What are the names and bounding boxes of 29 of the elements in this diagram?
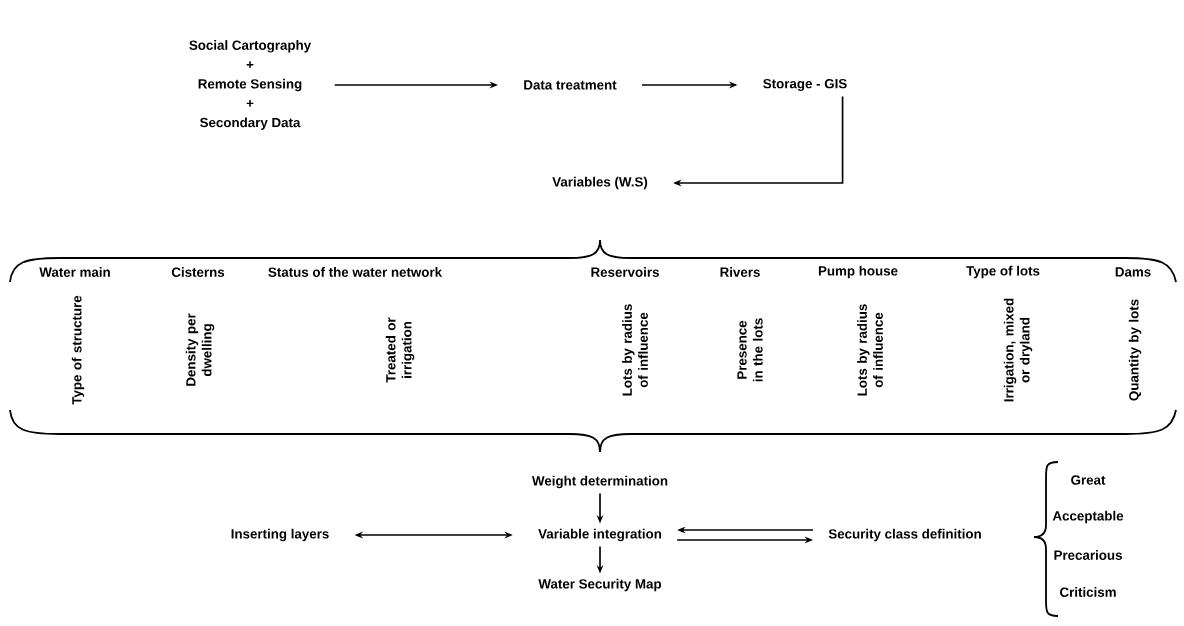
step-label: Storage - GIS bbox=[763, 78, 847, 92]
rotated-label: Treated or irrigation bbox=[385, 317, 415, 383]
step-label: Water Security Map bbox=[538, 578, 662, 592]
rotated-label: Density per dwelling bbox=[185, 313, 215, 386]
step-label: Security class definition bbox=[828, 528, 981, 542]
rotated-label: Quantity by lots bbox=[1128, 299, 1142, 401]
rotated-label: Irrigation, mixed or dryland bbox=[1003, 298, 1033, 402]
class-label: Great bbox=[1071, 475, 1106, 485]
rotated-label: Type of structure bbox=[71, 295, 85, 405]
class-label: Criticism bbox=[1060, 587, 1116, 597]
step-label: Weight determination bbox=[532, 475, 668, 489]
variable-label: Dams bbox=[1115, 267, 1151, 277]
rotated-label: Presence in the lots bbox=[737, 318, 763, 382]
step-label: Variable integration bbox=[538, 528, 662, 542]
variable-label: Status of the water network bbox=[268, 267, 443, 277]
variable-label: Rivers bbox=[720, 267, 760, 277]
rotated-label: Lots by radius of influence bbox=[622, 304, 648, 396]
variable-label: Reservoirs bbox=[591, 267, 659, 277]
step-label: Variables (W.S) bbox=[552, 176, 648, 190]
rotated-label: Lots by radius of influence bbox=[857, 304, 883, 396]
variable-label: Pump house bbox=[818, 265, 898, 279]
variable-label: Water main bbox=[39, 267, 110, 277]
variable-label: Cisterns bbox=[171, 267, 225, 277]
step-label: Inserting layers bbox=[231, 528, 329, 542]
class-label: Acceptable bbox=[1052, 510, 1124, 524]
step-label: Data treatment bbox=[524, 80, 617, 90]
source-list: Social Cartography + Remote Sensing + Secondary Data bbox=[189, 40, 312, 130]
variable-label: Type of lots bbox=[966, 265, 1040, 279]
class-label: Precarious bbox=[1054, 550, 1122, 560]
